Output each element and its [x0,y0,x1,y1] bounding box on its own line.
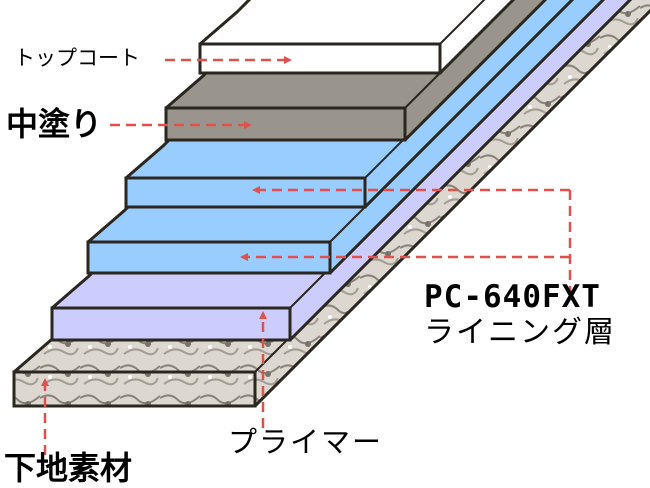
product-label: PC-640FXT [424,279,601,315]
topcoat-label: トップコート [14,46,140,70]
primer-label: プライマー [228,425,384,459]
primer-front-face [50,306,292,342]
lining-upper-front-face [124,176,367,209]
substrate-front-face [12,370,257,408]
middle-coat-front-face [164,106,407,142]
substrate-label: 下地素材 [4,449,133,487]
lining-layer-label: ライニング層 [424,315,616,350]
middle-coat-label: 中塗り [6,105,103,143]
topcoat-front-face [198,42,442,75]
